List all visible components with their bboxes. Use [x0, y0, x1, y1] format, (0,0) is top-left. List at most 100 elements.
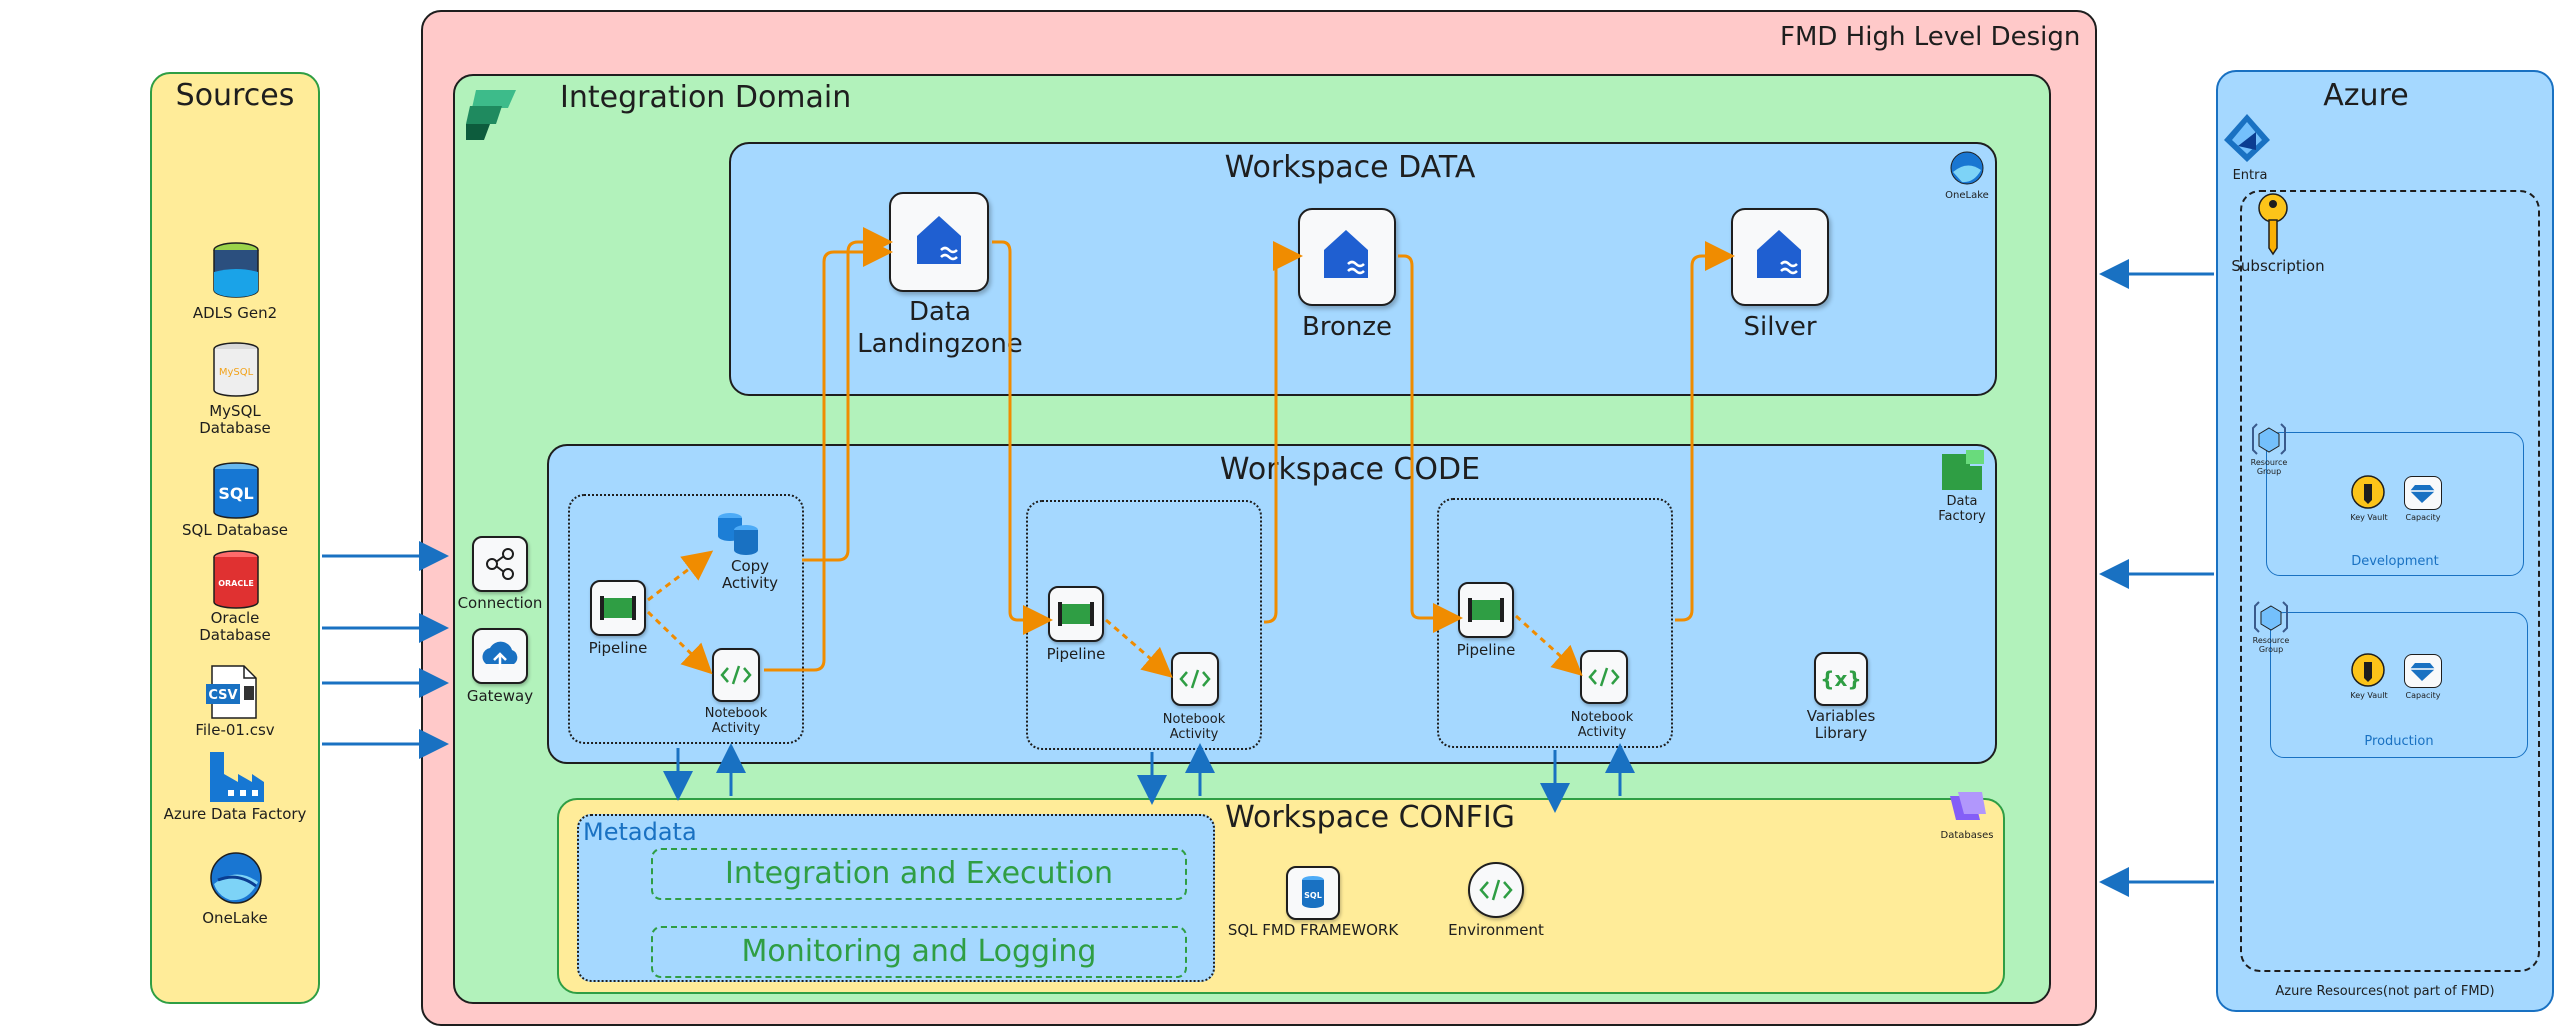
pipeline-3-label: Pipeline: [1456, 641, 1516, 659]
capacity-label-prod: Capacity: [2405, 691, 2441, 700]
onelake-icon: [210, 852, 262, 904]
svg-text:{x}: {x}: [1820, 667, 1861, 691]
metadata-title: Metadata: [583, 818, 697, 846]
svg-text:MySQL: MySQL: [219, 367, 254, 378]
resource-group-icon: [2252, 423, 2286, 455]
key-icon: [2258, 193, 2288, 256]
workspace-config-title: Workspace CONFIG: [1225, 800, 1515, 835]
variables-icon: {x}: [1820, 667, 1861, 691]
entra-label: Entra: [2232, 168, 2268, 183]
development-group: [2266, 432, 2524, 576]
silver-label: Silver: [1743, 312, 1817, 342]
azure-data-factory-icon: [210, 752, 264, 802]
integration-domain-title: Integration Domain: [560, 80, 852, 115]
production-group: [2270, 612, 2528, 758]
lakehouse-icon: [1757, 230, 1801, 278]
onelake-badge-icon: [1950, 151, 1984, 185]
subscription-box: [2240, 190, 2540, 972]
pipeline-2-tile[interactable]: [1048, 586, 1104, 642]
adls-gen2-icon: [213, 242, 259, 298]
resource-group-label-prod: Resource Group: [2252, 636, 2290, 654]
onelake-label: OneLake: [202, 909, 268, 927]
notebook-activity-1-label: Notebook Activity: [704, 706, 768, 736]
csv-file-label: File-01.csv: [195, 721, 275, 739]
databases-label: Databases: [1940, 830, 1994, 841]
data-factory-label: Data Factory: [1938, 494, 1986, 524]
key-vault-icon: [2351, 653, 2385, 687]
pipeline-1-tile[interactable]: [590, 580, 646, 636]
bronze-label: Bronze: [1302, 312, 1392, 342]
resource-group-icon: [2254, 601, 2288, 633]
pipeline-icon: [1058, 602, 1094, 626]
monitoring-logging-box[interactable]: Monitoring and Logging: [651, 926, 1187, 978]
landingzone-label: Data Landingzone: [857, 297, 1023, 359]
gateway-label: Gateway: [466, 687, 534, 705]
production-label: Production: [2364, 734, 2434, 749]
azure-data-factory-label: Azure Data Factory: [163, 805, 307, 823]
cloud-upload-icon: [482, 641, 518, 670]
svg-text:ORACLE: ORACLE: [218, 579, 254, 588]
notebook-activity-3-label: Notebook Activity: [1570, 710, 1634, 740]
pipeline-icon: [1468, 598, 1504, 622]
pipeline-3-tile[interactable]: [1458, 582, 1514, 638]
oracle-database-label: Oracle Database: [199, 609, 271, 644]
oracle-database-icon: ORACLE: [213, 550, 259, 609]
capacity-tile-prod[interactable]: [2404, 654, 2442, 688]
landingzone-lakehouse-tile[interactable]: [889, 192, 989, 292]
svg-text:SQL: SQL: [1304, 891, 1322, 900]
svg-text:SQL: SQL: [218, 484, 253, 503]
sources-panel: [150, 72, 320, 1004]
copy-activity-label: Copy Activity: [721, 557, 779, 592]
notebook-activity-1-tile[interactable]: [712, 648, 760, 702]
share-icon: [486, 548, 514, 580]
mysql-database-label: MySQL Database: [199, 402, 271, 437]
integration-execution-box[interactable]: Integration and Execution: [651, 848, 1187, 900]
environment-tile[interactable]: [1468, 862, 1524, 918]
workspace-code-title: Workspace CODE: [1219, 452, 1481, 487]
fmd-title: FMD High Level Design: [1780, 22, 2081, 52]
pipeline-1-label: Pipeline: [588, 639, 648, 657]
subscription-label: Subscription: [2231, 257, 2325, 275]
pipeline-2-label: Pipeline: [1046, 645, 1106, 663]
sql-framework-label: SQL FMD FRAMEWORK: [1227, 921, 1399, 939]
data-factory-icon: [1942, 450, 1984, 490]
bronze-lakehouse-tile[interactable]: [1298, 208, 1396, 306]
notebook-activity-2-tile[interactable]: [1171, 652, 1219, 706]
connection-tile[interactable]: [472, 536, 528, 592]
environment-label: Environment: [1448, 921, 1544, 939]
silver-lakehouse-tile[interactable]: [1731, 208, 1829, 306]
notebook-icon: [1179, 669, 1211, 689]
databases-icon: [1950, 792, 1986, 820]
diamond-icon: [2410, 485, 2435, 503]
mysql-database-icon: MySQL: [213, 342, 259, 397]
adls-gen2-label: ADLS Gen2: [192, 304, 278, 322]
notebook-icon: [720, 665, 752, 685]
connection-label: Connection: [457, 594, 543, 612]
fabric-logo-icon: [466, 90, 516, 140]
diamond-icon: [2410, 663, 2435, 681]
notebook-icon: [1588, 667, 1620, 687]
onelake-badge-label: OneLake: [1945, 190, 1989, 201]
pipeline-icon: [600, 596, 636, 620]
development-label: Development: [2351, 554, 2439, 569]
key-vault-label-dev: Key Vault: [2350, 513, 2388, 522]
lakehouse-icon: [917, 216, 961, 264]
azure-title: Azure: [2323, 78, 2409, 113]
sql-database-label: SQL Database: [181, 521, 289, 539]
key-vault-icon: [2351, 475, 2385, 509]
azure-footer-label: Azure Resources(not part of FMD): [2275, 984, 2495, 999]
sql-database-icon: SQL: [1302, 876, 1324, 908]
capacity-tile-dev[interactable]: [2404, 476, 2442, 510]
notebook-activity-3-tile[interactable]: [1580, 650, 1628, 704]
workspace-data-title: Workspace DATA: [1224, 150, 1476, 185]
notebook-activity-2-label: Notebook Activity: [1162, 712, 1226, 742]
entra-icon: [2224, 114, 2270, 162]
sql-framework-tile[interactable]: SQL: [1286, 866, 1340, 920]
gateway-tile[interactable]: [472, 628, 528, 684]
capacity-label-dev: Capacity: [2405, 513, 2441, 522]
csv-file-icon: CSV: [206, 665, 257, 719]
code-icon: [1479, 879, 1513, 901]
copy-activity-icon: [718, 513, 758, 555]
azure-arrows: [2099, 259, 2214, 897]
variables-library-tile[interactable]: {x}: [1814, 652, 1868, 706]
